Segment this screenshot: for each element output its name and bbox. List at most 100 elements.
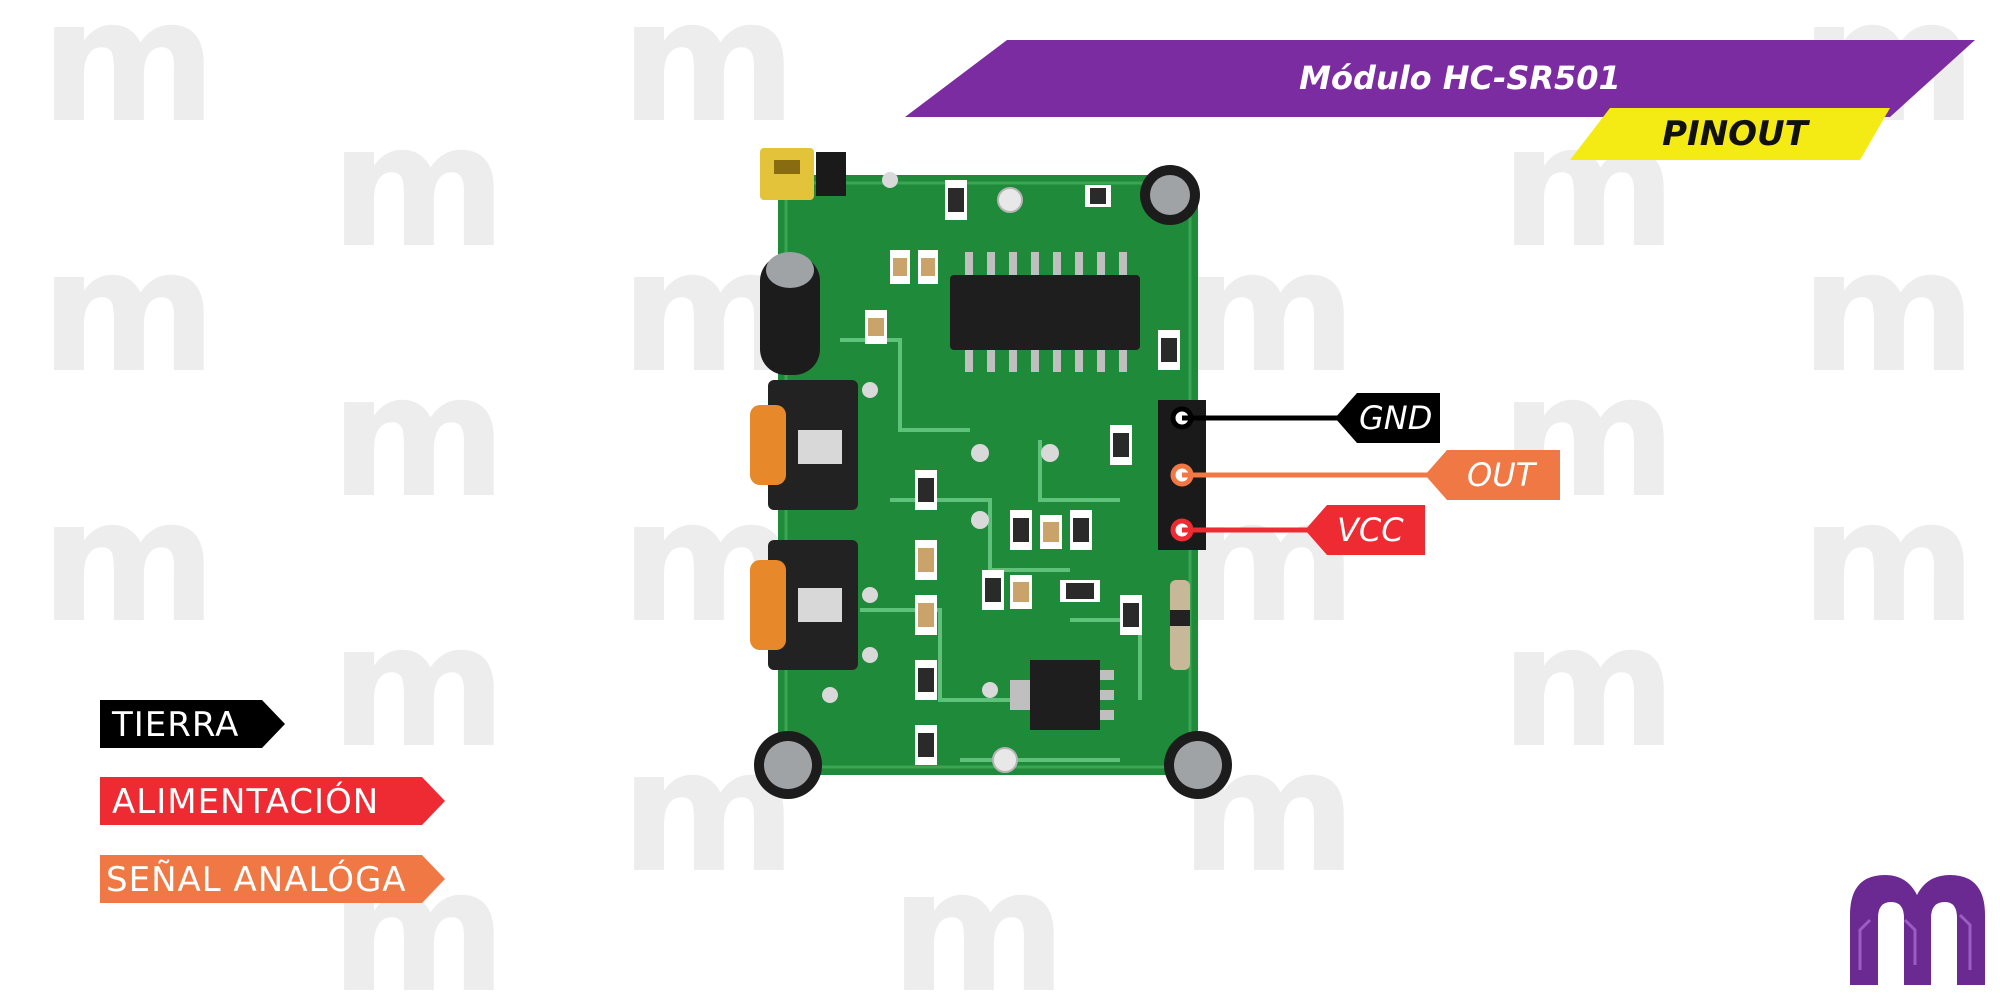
smd-part [1010,575,1032,609]
regulator-lead [1100,710,1114,720]
via [862,382,878,398]
capacitor-left [760,255,820,375]
legend-tierra-label: TIERRA [112,705,240,745]
smd-body [985,578,1001,602]
ic-pin [1075,348,1083,372]
ic-pin [1031,252,1039,276]
smd-body [1113,433,1129,457]
page-title: Módulo HC-SR501 [1299,59,1621,97]
legend-tierra-bg [100,700,285,748]
watermark-glyphs: m m m m m m m m m m m m m m m m m m m m … [40,0,1977,1000]
pin-label-gnd-shape [1335,393,1440,443]
smd-body [1123,603,1139,627]
vias [822,172,1059,703]
smd-part [918,250,938,284]
pcb-trace [890,498,1070,572]
main-ic [950,252,1140,372]
smd-body [948,188,964,212]
smd-body [1066,583,1094,599]
smd-part [915,540,937,580]
watermark-glyph: m [890,833,1067,1000]
logo-circuit-lines [1858,913,1972,970]
ic-pin [1009,252,1017,276]
capacitor-left-cap [766,252,814,288]
legend-alimentacion-shape [100,777,445,825]
ic-pin [1053,348,1061,372]
smd-part [1060,580,1100,602]
regulator-lead [1100,690,1114,700]
capacitor-top-right-cap [1150,175,1190,215]
ic-pin [1097,348,1105,372]
smd-body [1013,518,1029,542]
jumper-cap-slot [774,160,800,174]
legend-item-alimentacion: ALIMENTACIÓN [100,777,445,825]
smd-part [982,570,1004,610]
smd-body [918,603,934,627]
potentiometers [750,380,858,670]
legend-senal-shape [100,855,445,903]
smd-part [1070,510,1092,550]
pcb-trace [860,608,1020,702]
pin-label-out-text: OUT [1467,456,1536,494]
ic-pin [1031,348,1039,372]
smd-body [893,258,907,276]
ic-pin [1053,252,1061,276]
pin-label-vcc-shape [1305,505,1425,555]
title-banner: Módulo HC-SR501 [905,40,1975,117]
smd-part [1158,330,1180,370]
regulator-body [1030,660,1100,730]
pin-label-vcc: VCC [1305,505,1425,555]
watermark-glyph: m [1500,588,1677,786]
via [971,444,989,462]
page-subtitle: PINOUT [1662,114,1808,154]
ic-pin [1119,348,1127,372]
potentiometer-sensitivity-face [798,430,842,464]
smd-part [1085,185,1111,207]
smd-part [890,250,910,284]
logo-m-shape [1850,875,1985,985]
capacitors [754,165,1232,799]
watermark-glyph: m [1180,213,1357,411]
smd-part [1040,515,1062,549]
pin-label-gnd-bg [1335,393,1440,443]
legend-alimentacion-bg [100,777,445,825]
logo-circuit-line [1903,918,1917,965]
ic-pins-top [965,252,1127,276]
smd-part [915,470,937,510]
smd-body [918,668,934,692]
smd-body [1073,518,1089,542]
watermark-glyph: m [620,0,797,161]
mounting-holes [992,187,1023,773]
potentiometer-sensitivity-knob [750,405,786,485]
legend-item-senal-analoga: SEÑAL ANALÓGA [100,855,445,903]
pin-label-out-bg [1425,450,1560,500]
ic-pin [1119,252,1127,276]
smd-body [918,733,934,757]
watermark-glyph: m [1800,213,1977,411]
ic-pin [987,348,995,372]
smd-body [1090,188,1106,204]
legend-tierra-shape [100,700,285,748]
smd-part [915,660,937,700]
mounting-hole [992,747,1018,773]
pin-label-gnd-text: GND [1359,399,1433,437]
logo-circuit-line [1858,918,1872,970]
smd-body [1013,582,1029,602]
via [882,172,898,188]
legend-alimentacion-label: ALIMENTACIÓN [112,782,380,822]
smd-body [918,548,934,572]
via [822,687,838,703]
pcb-traces [840,338,1142,762]
via [862,647,878,663]
watermark-glyph: m [40,0,217,161]
ic-pin [987,252,995,276]
title-banner-bg [905,40,1975,117]
watermark-glyph: m [40,463,217,661]
smd-part [1120,595,1142,635]
pinout-band: PINOUT [1570,108,1890,160]
legend-senal-analoga-label: SEÑAL ANALÓGA [106,860,407,900]
watermark-glyph: m [330,588,507,786]
watermark-glyph: m [330,88,507,286]
